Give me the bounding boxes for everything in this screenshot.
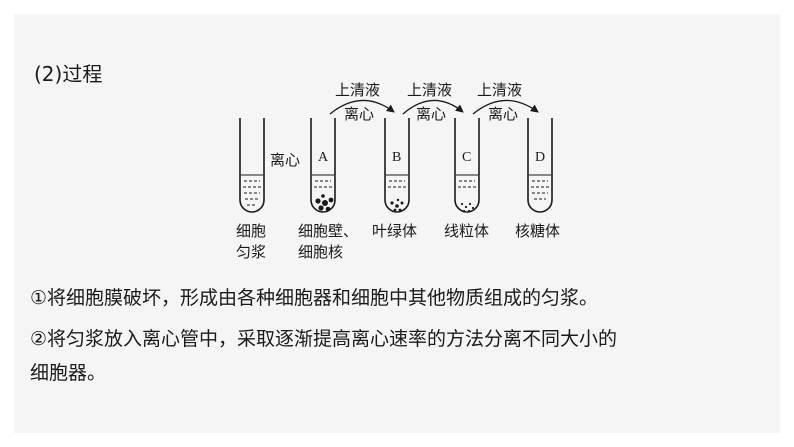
tube-d (527, 118, 553, 213)
caption-homogenate-2: 匀浆 (236, 243, 266, 261)
arrow-b-to-c (402, 99, 464, 115)
tube-label-b: B (392, 150, 401, 165)
tube-a (310, 118, 336, 213)
caption-c: 线粒体 (444, 222, 489, 240)
tube-b (384, 118, 410, 213)
centrifuge-label-2: 离心 (416, 105, 446, 123)
paragraph-step-2: ②将匀浆放入离心管中，采取逐渐提高离心速率的方法分离不同大小的 细胞器。 (30, 322, 770, 390)
supernatant-label-2: 上清液 (407, 81, 452, 99)
tube-label-d: D (535, 150, 545, 165)
tube-label-c: C (462, 150, 471, 165)
first-centrifuge-label: 离心 (270, 151, 300, 169)
supernatant-label-1: 上清液 (335, 81, 380, 99)
paragraph-step-1: ①将细胞膜破坏，形成由各种细胞器和细胞中其他物质组成的匀浆。 (30, 287, 599, 309)
caption-a-2: 细胞核 (298, 243, 343, 261)
paragraph-step-2-line-1: ②将匀浆放入离心管中，采取逐渐提高离心速率的方法分离不同大小的 (30, 328, 618, 350)
caption-a-1: 细胞壁、 (298, 222, 358, 240)
centrifuge-label-1: 离心 (344, 105, 374, 123)
section-heading: (2)过程 (34, 62, 103, 86)
homogenate-tube (239, 118, 265, 213)
tube-c (454, 118, 480, 213)
content-panel (14, 14, 780, 433)
caption-d: 核糖体 (515, 222, 560, 240)
supernatant-label-3: 上清液 (477, 81, 522, 99)
centrifuge-label-3: 离心 (488, 105, 518, 123)
arrow-a-to-b (329, 99, 395, 115)
arrow-c-to-d (472, 99, 539, 115)
paragraph-step-2-line-2: 细胞器。 (30, 362, 107, 384)
tube-label-a: A (318, 150, 329, 165)
caption-b: 叶绿体 (372, 222, 417, 240)
caption-homogenate-1: 细胞 (236, 222, 266, 240)
